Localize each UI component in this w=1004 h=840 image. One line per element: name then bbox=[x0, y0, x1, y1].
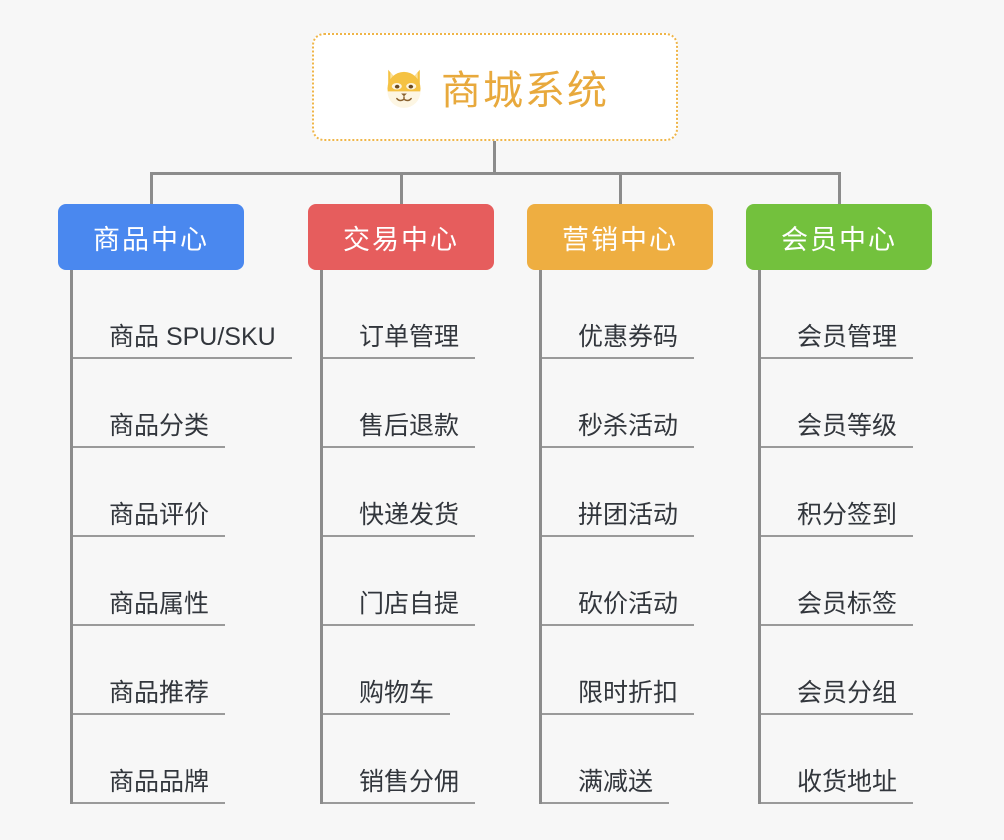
leaf-label: 商品 SPU/SKU bbox=[109, 322, 276, 351]
leaf-label: 会员标签 bbox=[797, 589, 898, 618]
branch-header-member-center[interactable]: 会员中心 bbox=[746, 204, 932, 270]
leaf-item[interactable]: 销售分佣 bbox=[320, 715, 494, 804]
branch-header-trade-center[interactable]: 交易中心 bbox=[308, 204, 494, 270]
leaf-list-marketing-center: 优惠券码 秒杀活动 拼团活动 砍价活动 限时折扣 满减送 bbox=[539, 270, 713, 804]
branch-header-product-center[interactable]: 商品中心 bbox=[58, 204, 244, 270]
connector-root-stub bbox=[493, 141, 496, 174]
leaf-list-member-center: 会员管理 会员等级 积分签到 会员标签 会员分组 收货地址 bbox=[758, 270, 932, 804]
leaf-item[interactable]: 售后退款 bbox=[320, 359, 494, 448]
leaf-item[interactable]: 秒杀活动 bbox=[539, 359, 713, 448]
leaf-item[interactable]: 拼团活动 bbox=[539, 448, 713, 537]
branch-trade-center: 交易中心 订单管理 售后退款 快递发货 门店自提 购物车 销售分佣 bbox=[308, 204, 494, 804]
leaf-label: 商品评价 bbox=[109, 500, 210, 529]
leaf-label: 订单管理 bbox=[359, 322, 460, 351]
leaf-label: 门店自提 bbox=[359, 589, 460, 618]
leaf-label: 售后退款 bbox=[359, 411, 460, 440]
leaf-label: 会员等级 bbox=[797, 411, 898, 440]
leaf-label: 拼团活动 bbox=[578, 500, 679, 529]
leaf-item[interactable]: 会员等级 bbox=[758, 359, 932, 448]
leaf-item[interactable]: 商品 SPU/SKU bbox=[70, 270, 292, 359]
leaf-item[interactable]: 砍价活动 bbox=[539, 537, 713, 626]
leaf-item[interactable]: 商品评价 bbox=[70, 448, 244, 537]
leaf-label: 商品属性 bbox=[109, 589, 210, 618]
leaf-item[interactable]: 订单管理 bbox=[320, 270, 494, 359]
leaf-item[interactable]: 购物车 bbox=[320, 626, 494, 715]
leaf-item[interactable]: 限时折扣 bbox=[539, 626, 713, 715]
leaf-item[interactable]: 会员管理 bbox=[758, 270, 932, 359]
connector-drop-member-center bbox=[838, 172, 841, 206]
branch-product-center: 商品中心 商品 SPU/SKU 商品分类 商品评价 商品属性 商品推荐 商品品牌 bbox=[58, 204, 292, 804]
leaf-item[interactable]: 快递发货 bbox=[320, 448, 494, 537]
leaf-label: 满减送 bbox=[578, 767, 654, 796]
branch-header-marketing-center[interactable]: 营销中心 bbox=[527, 204, 713, 270]
leaf-label: 优惠券码 bbox=[578, 322, 679, 351]
leaf-list-product-center: 商品 SPU/SKU 商品分类 商品评价 商品属性 商品推荐 商品品牌 bbox=[70, 270, 292, 804]
leaf-label: 积分签到 bbox=[797, 500, 898, 529]
leaf-item[interactable]: 门店自提 bbox=[320, 537, 494, 626]
leaf-item[interactable]: 商品分类 bbox=[70, 359, 244, 448]
connector-drop-product-center bbox=[150, 172, 153, 206]
root-title: 商城系统 bbox=[441, 69, 609, 113]
leaf-item[interactable]: 商品属性 bbox=[70, 537, 244, 626]
leaf-label: 砍价活动 bbox=[578, 589, 679, 618]
leaf-label: 商品分类 bbox=[109, 411, 210, 440]
leaf-item[interactable]: 商品推荐 bbox=[70, 626, 244, 715]
leaf-label: 会员分组 bbox=[797, 678, 898, 707]
leaf-label: 商品品牌 bbox=[109, 767, 210, 796]
leaf-list-trade-center: 订单管理 售后退款 快递发货 门店自提 购物车 销售分佣 bbox=[320, 270, 494, 804]
branch-marketing-center: 营销中心 优惠券码 秒杀活动 拼团活动 砍价活动 限时折扣 满减送 bbox=[527, 204, 713, 804]
leaf-label: 会员管理 bbox=[797, 322, 898, 351]
branch-header-label: 商品中心 bbox=[93, 224, 209, 255]
leaf-spine bbox=[70, 270, 73, 804]
leaf-spine bbox=[320, 270, 323, 804]
branch-header-label: 营销中心 bbox=[562, 224, 678, 255]
shiba-dog-face-icon bbox=[381, 64, 427, 110]
leaf-item[interactable]: 优惠券码 bbox=[539, 270, 713, 359]
root-node[interactable]: 商城系统 bbox=[312, 33, 678, 141]
leaf-label: 快递发货 bbox=[359, 500, 460, 529]
branch-header-label: 会员中心 bbox=[781, 224, 897, 255]
leaf-item[interactable]: 积分签到 bbox=[758, 448, 932, 537]
leaf-label: 销售分佣 bbox=[359, 767, 460, 796]
branch-header-label: 交易中心 bbox=[343, 224, 459, 255]
leaf-item[interactable]: 商品品牌 bbox=[70, 715, 244, 804]
leaf-spine bbox=[758, 270, 761, 804]
leaf-label: 限时折扣 bbox=[578, 678, 679, 707]
leaf-label: 收货地址 bbox=[797, 767, 898, 796]
leaf-label: 商品推荐 bbox=[109, 678, 210, 707]
leaf-item[interactable]: 满减送 bbox=[539, 715, 713, 804]
leaf-spine bbox=[539, 270, 542, 804]
leaf-item[interactable]: 收货地址 bbox=[758, 715, 932, 804]
leaf-label: 秒杀活动 bbox=[578, 411, 679, 440]
connector-drop-marketing-center bbox=[619, 172, 622, 206]
leaf-item[interactable]: 会员分组 bbox=[758, 626, 932, 715]
leaf-label: 购物车 bbox=[359, 678, 435, 707]
leaf-item[interactable]: 会员标签 bbox=[758, 537, 932, 626]
branch-member-center: 会员中心 会员管理 会员等级 积分签到 会员标签 会员分组 收货地址 bbox=[746, 204, 932, 804]
connector-drop-trade-center bbox=[400, 172, 403, 206]
connector-horizontal-bus bbox=[150, 172, 841, 175]
